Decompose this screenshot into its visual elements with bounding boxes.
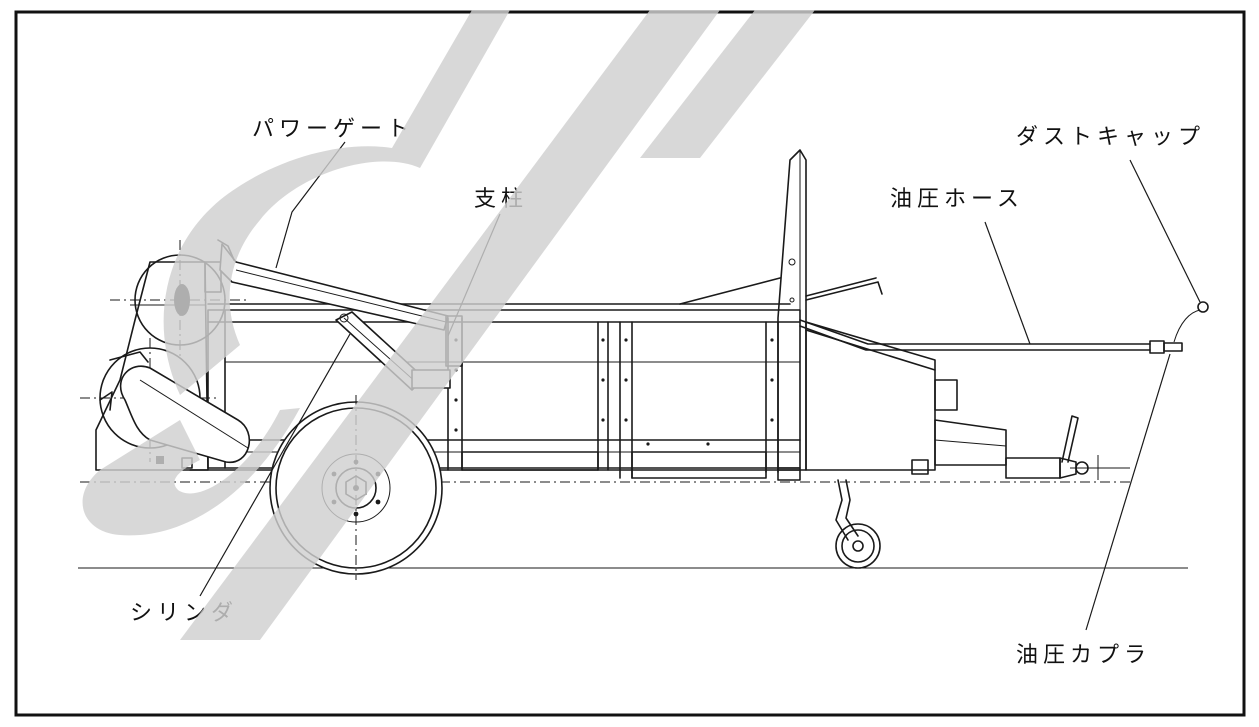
watermark-s-upper	[163, 10, 510, 395]
hydraulic-hose-line	[799, 301, 1209, 354]
leader-hydraulic-hose	[984, 221, 1031, 345]
front-post	[679, 149, 883, 471]
leader-cylinder	[199, 333, 351, 597]
watermark-s-lower	[82, 408, 300, 536]
labels: パワーゲート 支柱 ダストキャップ 油圧ホース シリンダ 油圧カプラ	[130, 117, 1205, 668]
label-hydraulic-coupler: 油圧カプラ	[1016, 643, 1151, 668]
drawbar	[1005, 415, 1130, 480]
diagram-frame	[14, 10, 1246, 717]
label-power-gate: パワーゲート	[252, 117, 414, 142]
watermark	[82, 10, 815, 640]
leader-dust-cap	[1129, 159, 1201, 303]
watermark-a	[180, 10, 720, 640]
watermark-t	[640, 10, 815, 158]
label-hydraulic-hose: 油圧ホース	[890, 187, 1024, 212]
label-dust-cap: ダストキャップ	[1016, 125, 1205, 150]
leader-hydraulic-coupler	[1085, 353, 1171, 631]
jack-stand	[835, 479, 881, 569]
